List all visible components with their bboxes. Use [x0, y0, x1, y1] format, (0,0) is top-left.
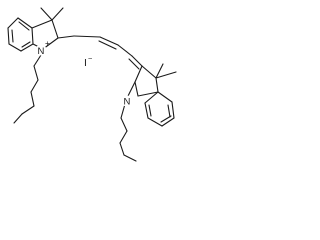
double-bond [131, 55, 143, 67]
bond [123, 154, 137, 162]
left-nitrogen-mask [35, 44, 47, 56]
double-bond-inner [167, 104, 171, 118]
methyl-bond [155, 63, 164, 79]
bond [33, 65, 39, 81]
double-bond-inner [11, 29, 14, 43]
bond [120, 117, 128, 132]
right-indoline-ring [134, 63, 177, 127]
methyl-bond [51, 7, 64, 21]
bond [144, 91, 159, 104]
bond [31, 19, 53, 29]
bond [13, 113, 23, 124]
bond [51, 19, 59, 39]
bond [20, 43, 34, 52]
left-nitrogen-charge: + [45, 39, 50, 48]
bond [171, 101, 175, 119]
bond [144, 102, 149, 119]
bond [119, 130, 128, 144]
bond [137, 91, 159, 97]
bond [119, 142, 125, 156]
bond [120, 103, 126, 119]
bond [8, 43, 22, 52]
bond [127, 81, 136, 97]
right-nitrogen-mask [121, 95, 133, 107]
double-bond-inner [160, 115, 172, 123]
left-nitrogen-label: N [38, 46, 45, 57]
methyl-bond [40, 7, 53, 21]
bond [7, 17, 19, 29]
methyl-bond [155, 71, 177, 79]
iodide-label: I [84, 57, 87, 69]
iodide-charge: − [88, 54, 93, 63]
bond [161, 117, 175, 127]
chemical-structure-diagram: N + N I − [7, 7, 177, 162]
right-nitrogen-label: N [124, 97, 131, 108]
bond [33, 54, 42, 67]
bond [17, 17, 33, 29]
polymethine-bridge [57, 35, 143, 70]
bond [7, 27, 10, 45]
bond [147, 117, 163, 127]
left-indolium-ring [7, 7, 64, 52]
bond [30, 91, 35, 107]
bond [134, 65, 143, 83]
bond [134, 81, 139, 97]
bond [73, 35, 101, 38]
bond [30, 79, 39, 93]
bond [117, 44, 133, 57]
double-bond [99, 36, 119, 46]
double-bond-inner [18, 21, 30, 31]
double-bond [98, 40, 117, 50]
right-hexyl-chain [119, 81, 137, 162]
bond [155, 77, 159, 93]
bond [57, 35, 75, 39]
bond [31, 27, 34, 45]
bond [141, 65, 157, 79]
bond [21, 105, 35, 115]
double-bond-inner [148, 104, 152, 117]
double-bond-inner [21, 41, 31, 48]
bond [157, 91, 173, 103]
double-bond [128, 58, 140, 70]
left-hexyl-chain [13, 54, 42, 124]
